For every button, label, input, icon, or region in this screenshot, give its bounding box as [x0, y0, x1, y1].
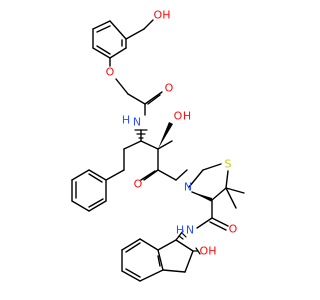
central-backbone	[140, 129, 188, 181]
label-side-hydroxyl-o: O	[174, 110, 183, 123]
label-top-hydroxyl: OH	[154, 9, 171, 22]
benzyl-group	[71, 140, 142, 212]
atom-label-layer: OH O O H N O H O N S O N H OH	[106, 9, 238, 258]
hash-bond-indane-nh	[178, 232, 187, 240]
label-amide-nitrogen: N	[133, 116, 141, 129]
wedge-bond-carboxamide	[192, 192, 212, 202]
label-thiazolidine-sulfur: S	[225, 158, 232, 171]
molecule-structure: OH O O H N O H O N S O N H OH	[71, 9, 245, 282]
label-ketone-oxygen: O	[134, 178, 143, 191]
indane-ring	[121, 230, 194, 282]
label-thiazolidine-nitrogen: N	[184, 181, 192, 194]
hash-bond-indane-oh	[192, 247, 201, 255]
label-carboxamide-nh-n: N	[186, 224, 194, 237]
label-amide-top-oxygen: O	[165, 82, 174, 95]
bond-layer	[71, 19, 245, 282]
carboxamide-group	[196, 199, 229, 231]
stereo-bond-layer	[134, 122, 212, 255]
label-carboxamide-oxygen: O	[229, 223, 238, 236]
label-amide-nh-h: H	[122, 114, 130, 127]
phenoxy-acetamide-chain	[109, 57, 163, 116]
hydroxymethyl-group	[125, 19, 154, 40]
label-indane-hydroxyl: OH	[200, 245, 217, 258]
hash-bond-benzyl	[134, 129, 148, 139]
wedge-bond-hydroxyl	[158, 122, 173, 149]
label-ether-oxygen: O	[106, 66, 115, 79]
label-side-hydroxyl-h: H	[183, 110, 191, 123]
label-carboxamide-nh-h: H	[176, 224, 184, 237]
top-benzene-ring	[92, 20, 127, 59]
thiazolidine-ring	[188, 163, 245, 209]
